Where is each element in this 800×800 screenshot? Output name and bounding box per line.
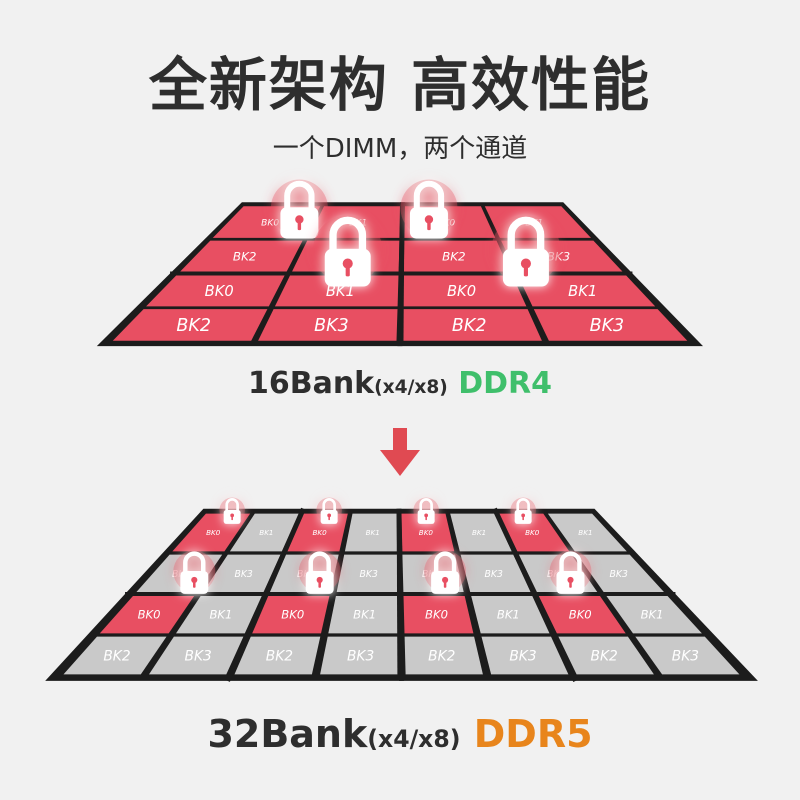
- bank-label: BK2: [452, 316, 487, 336]
- bank-cell: [404, 636, 483, 675]
- page-title: 全新架构 高效性能: [148, 51, 652, 119]
- bank-cell: [538, 595, 626, 634]
- padlock-icon: [313, 215, 383, 287]
- bank-label: BK0: [569, 608, 592, 622]
- ddr5-bank-grid: BK0BK1BK0BK1BK0BK1BK0BK1BK2BK3BK2BK3BK2B…: [45, 497, 758, 682]
- bank-label: BK2: [428, 648, 455, 664]
- bank-label: BK1: [259, 528, 273, 537]
- ddr4-bank-grid: BK0BK1BK0BK1BK2BK3BK2BK3BK0BK1BK0BK1BK2B…: [96, 179, 704, 347]
- bank-label: BK2: [442, 250, 466, 264]
- bank-cell: [176, 595, 262, 634]
- bank-label: BK3: [485, 569, 503, 580]
- ddr5-label: 32Bank(x4/x8) DDR5: [0, 712, 800, 756]
- ddr4-label: 16Bank(x4/x8) DDR4: [0, 366, 800, 401]
- ddr4-config: (x4/x8): [374, 377, 448, 398]
- bank-cell: [328, 595, 398, 634]
- bank-cell: [471, 595, 550, 634]
- bank-cell: [146, 274, 285, 307]
- padlock-icon: [400, 179, 458, 239]
- bank-label: BK0: [261, 218, 279, 228]
- padlock-icon: [316, 497, 342, 524]
- bank-cell: [234, 636, 321, 675]
- bank-label: BK0: [205, 283, 234, 300]
- ddr5-name: DDR5: [473, 712, 593, 756]
- bank-label: BK1: [326, 283, 355, 300]
- bank-cell: [481, 636, 569, 675]
- bank-label: BK1: [353, 608, 376, 622]
- bank-label: BK3: [347, 648, 374, 664]
- bank-cell: [229, 513, 299, 552]
- bank-label: BK0: [206, 528, 221, 537]
- ddr4-bank-count: 16Bank: [247, 366, 375, 401]
- bank-cell: [99, 595, 195, 634]
- padlock-icon: [549, 550, 592, 594]
- bank-cell: [558, 636, 654, 675]
- bank-cell: [547, 513, 627, 552]
- bank-cell: [336, 554, 397, 593]
- bank-label: BK2: [176, 316, 211, 336]
- arrow-down-icon: [380, 428, 420, 476]
- bank-label: BK0: [525, 528, 540, 537]
- bank-label: BK0: [312, 528, 327, 537]
- bank-label: BK1: [497, 608, 520, 622]
- bank-cell: [606, 595, 702, 634]
- ddr4-name: DDR4: [458, 366, 553, 401]
- bank-cell: [450, 513, 512, 552]
- bank-cell: [149, 636, 244, 675]
- padlock-icon: [510, 497, 536, 524]
- bank-cell: [252, 595, 330, 634]
- padlock-icon: [413, 497, 439, 524]
- bank-cell: [320, 636, 398, 675]
- bank-label: BK2: [233, 250, 257, 264]
- bank-label: BK0: [419, 528, 434, 537]
- bank-label: BK1: [366, 528, 380, 537]
- bank-label: BK1: [209, 608, 232, 622]
- ddr5-config: (x4/x8): [367, 725, 461, 753]
- bank-cell: [344, 513, 397, 552]
- padlock-icon: [424, 550, 467, 594]
- bank-label: BK3: [234, 569, 252, 580]
- page-subtitle: 一个DIMM，两个通道: [272, 134, 528, 164]
- padlock-icon: [298, 550, 341, 594]
- bank-label: BK0: [425, 608, 448, 622]
- bank-cell: [202, 554, 281, 593]
- bank-cell: [112, 309, 268, 341]
- bank-cell: [403, 595, 474, 634]
- bank-label: BK3: [672, 648, 699, 664]
- bank-label: BK3: [185, 648, 212, 664]
- bank-cell: [517, 274, 656, 307]
- bank-cell: [460, 554, 531, 593]
- bank-label: BK1: [568, 283, 597, 300]
- bank-cell: [404, 240, 511, 273]
- bank-label: BK3: [590, 316, 625, 336]
- bank-label: BK2: [266, 648, 293, 664]
- padlock-icon: [270, 179, 328, 239]
- bank-cell: [179, 240, 303, 273]
- padlock-icon: [491, 215, 561, 287]
- bank-label: BK3: [314, 316, 349, 336]
- bank-label: BK3: [359, 569, 377, 580]
- bank-cell: [258, 309, 398, 341]
- bank-label: BK0: [447, 283, 476, 300]
- bank-label: BK2: [591, 648, 618, 664]
- padlock-icon: [173, 550, 216, 594]
- bank-cell: [403, 274, 527, 307]
- bank-label: BK3: [509, 648, 536, 664]
- bank-label: BK3: [610, 569, 628, 580]
- bank-cell: [401, 513, 455, 552]
- bank-label: BK1: [472, 528, 486, 537]
- bank-label: BK0: [138, 608, 161, 622]
- ddr5-bank-count: 32Bank: [207, 712, 368, 756]
- padlock-icon: [219, 497, 245, 524]
- bank-cell: [635, 636, 740, 675]
- bank-label: BK1: [641, 608, 664, 622]
- bank-cell: [577, 554, 665, 593]
- bank-label: BK0: [281, 608, 304, 622]
- bank-cell: [403, 309, 542, 341]
- bank-label: BK2: [103, 648, 130, 664]
- bank-cell: [533, 309, 688, 341]
- bank-label: BK1: [578, 528, 592, 537]
- bank-cell: [63, 636, 167, 675]
